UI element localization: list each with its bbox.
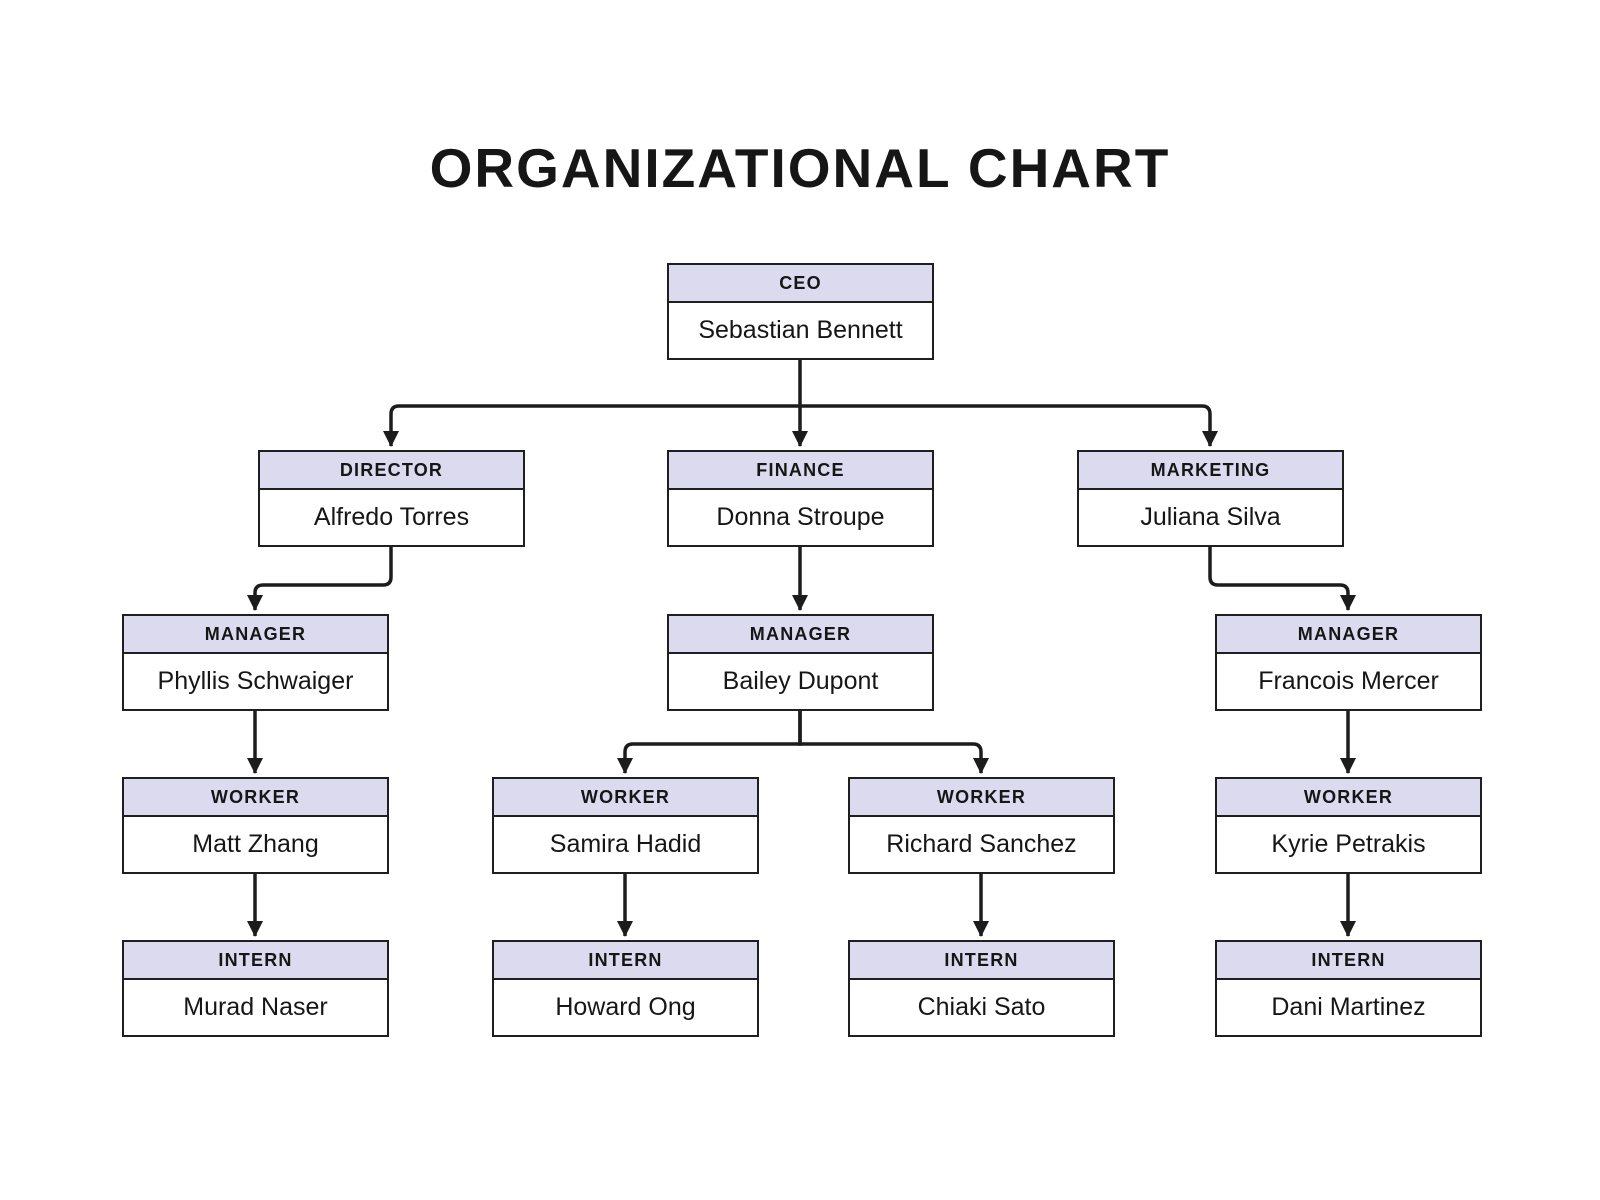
org-node-worker-3: WORKER Richard Sanchez — [848, 777, 1115, 874]
org-node-worker-2: WORKER Samira Hadid — [492, 777, 759, 874]
org-node-manager-2: MANAGER Bailey Dupont — [667, 614, 934, 711]
role-header: WORKER — [124, 779, 387, 817]
org-node-manager-1: MANAGER Phyllis Schwaiger — [122, 614, 389, 711]
person-name: Samira Hadid — [494, 817, 757, 872]
org-node-worker-4: WORKER Kyrie Petrakis — [1215, 777, 1482, 874]
org-node-intern-1: INTERN Murad Naser — [122, 940, 389, 1037]
person-name: Murad Naser — [124, 980, 387, 1035]
person-name: Howard Ong — [494, 980, 757, 1035]
role-header: INTERN — [494, 942, 757, 980]
person-name: Donna Stroupe — [669, 490, 932, 545]
role-header: MANAGER — [124, 616, 387, 654]
role-header: FINANCE — [669, 452, 932, 490]
person-name: Bailey Dupont — [669, 654, 932, 709]
connector-manager2-worker3 — [798, 711, 989, 774]
org-node-finance: FINANCE Donna Stroupe — [667, 450, 934, 547]
org-node-intern-3: INTERN Chiaki Sato — [848, 940, 1115, 1037]
org-node-intern-2: INTERN Howard Ong — [492, 940, 759, 1037]
connector-ceo-director — [383, 404, 800, 447]
person-name: Chiaki Sato — [850, 980, 1113, 1035]
person-name: Matt Zhang — [124, 817, 387, 872]
role-header: INTERN — [1217, 942, 1480, 980]
role-header: INTERN — [124, 942, 387, 980]
role-header: WORKER — [494, 779, 757, 817]
org-node-intern-4: INTERN Dani Martinez — [1215, 940, 1482, 1037]
org-node-manager-3: MANAGER Francois Mercer — [1215, 614, 1482, 711]
connector-ceo-marketing — [800, 404, 1218, 447]
org-node-director: DIRECTOR Alfredo Torres — [258, 450, 525, 547]
role-header: INTERN — [850, 942, 1113, 980]
connector-director-manager1 — [247, 547, 393, 611]
org-node-ceo: CEO Sebastian Bennett — [667, 263, 934, 360]
role-header: WORKER — [1217, 779, 1480, 817]
person-name: Sebastian Bennett — [669, 303, 932, 358]
person-name: Alfredo Torres — [260, 490, 523, 545]
org-node-marketing: MARKETING Juliana Silva — [1077, 450, 1344, 547]
person-name: Kyrie Petrakis — [1217, 817, 1480, 872]
person-name: Francois Mercer — [1217, 654, 1480, 709]
person-name: Phyllis Schwaiger — [124, 654, 387, 709]
role-header: WORKER — [850, 779, 1113, 817]
person-name: Dani Martinez — [1217, 980, 1480, 1035]
role-header: DIRECTOR — [260, 452, 523, 490]
org-node-worker-1: WORKER Matt Zhang — [122, 777, 389, 874]
person-name: Juliana Silva — [1079, 490, 1342, 545]
connector-manager2-worker2 — [617, 711, 802, 774]
connector-marketing-manager3 — [1208, 547, 1356, 611]
role-header: MARKETING — [1079, 452, 1342, 490]
role-header: MANAGER — [669, 616, 932, 654]
person-name: Richard Sanchez — [850, 817, 1113, 872]
role-header: CEO — [669, 265, 932, 303]
role-header: MANAGER — [1217, 616, 1480, 654]
chart-title: ORGANIZATIONAL CHART — [429, 137, 1171, 199]
